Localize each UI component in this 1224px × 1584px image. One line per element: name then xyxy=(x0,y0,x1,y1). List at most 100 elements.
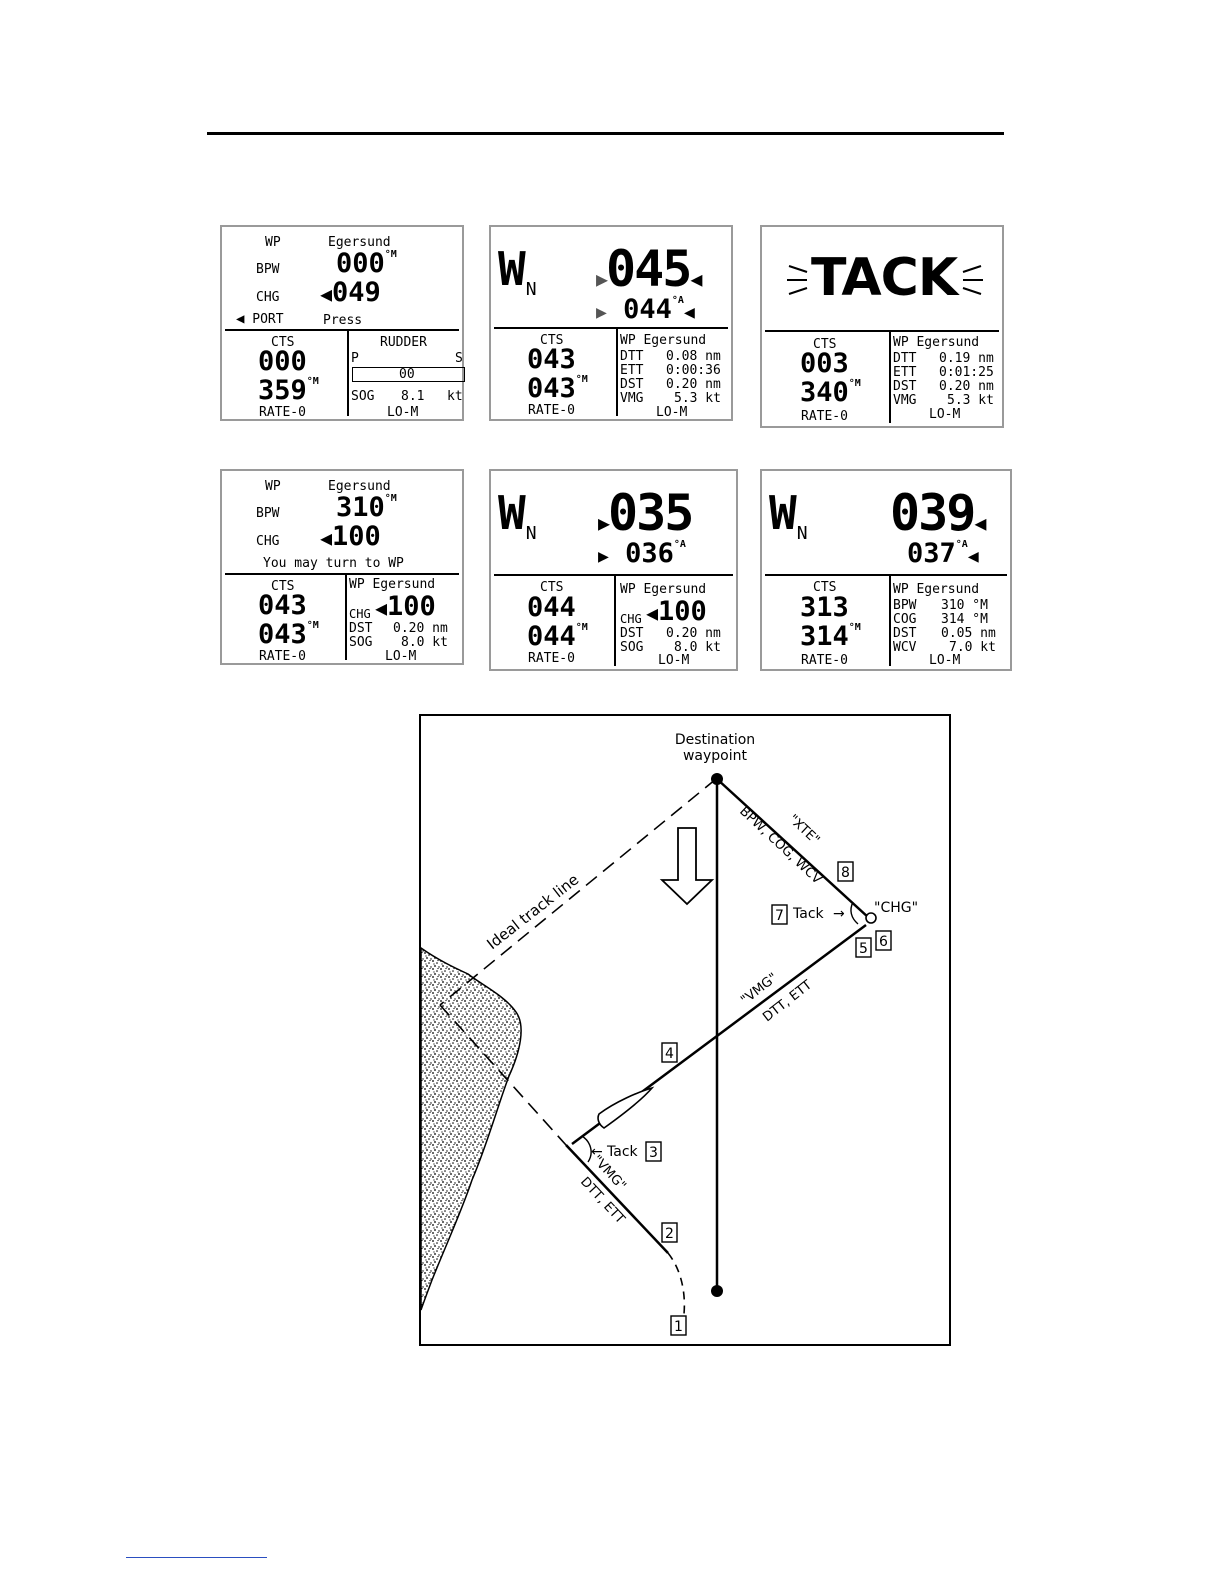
display-screen-turn-to-wp: WP Egersund BPW 310°M CHG ◀100 You may t… xyxy=(220,469,464,665)
row-value: 0.19 nm xyxy=(939,351,994,366)
row-value: 0.20 nm xyxy=(666,626,721,641)
marker-3: 3 xyxy=(645,1141,662,1162)
cts-value: 044 xyxy=(527,592,576,623)
heading-value: 359°M xyxy=(258,375,319,406)
chg-label: "CHG" xyxy=(874,900,918,916)
svg-text:7: 7 xyxy=(775,908,784,924)
marker-7: 7 xyxy=(771,904,788,925)
row-label: SOG xyxy=(620,640,644,655)
row-label: DST xyxy=(893,626,917,641)
wp-label: WP xyxy=(265,235,281,250)
apparent-wind-value: ▶ 044°A◀ xyxy=(596,294,695,325)
row-label: DST xyxy=(893,379,917,394)
mode-label: LO-M xyxy=(658,653,690,668)
display-screen-autopilot-bpw: WP Egersund BPW 000°M CHG ◀049 ◀ PORT Pr… xyxy=(220,225,465,421)
starboard-side-label: S xyxy=(455,351,463,366)
wind-angle-value: 039◀ xyxy=(890,484,986,542)
row-value: 0.08 nm xyxy=(666,349,721,364)
rate-label: RATE-0 xyxy=(259,405,306,420)
footnote-rule xyxy=(126,1557,267,1558)
arrow-left-icon: ◀ xyxy=(320,282,333,306)
coastline xyxy=(420,946,522,1311)
bpw-value: 310°M xyxy=(336,492,397,523)
port-side-label: P xyxy=(351,351,359,366)
row-label: SOG xyxy=(349,635,373,650)
display-screen-wind-vmg: WN ▶045◀ ▶ 044°A◀ CTS 043 043°M RATE-0 W… xyxy=(489,225,733,421)
turn-message: You may turn to WP xyxy=(263,556,404,571)
chg-small-value: ◀100 xyxy=(646,596,707,627)
header-rule xyxy=(207,132,1004,135)
marker-8: 8 xyxy=(837,861,854,882)
cts-label: CTS xyxy=(540,333,564,348)
wind-mode-indicator: WN xyxy=(769,486,808,545)
tacking-diagram: Destination waypoint Ideal track line BP… xyxy=(419,714,951,1346)
ideal-track-line xyxy=(439,778,717,1006)
wind-angle-value: ▶035 xyxy=(598,484,694,542)
boat-icon xyxy=(597,1086,655,1129)
leg-upper xyxy=(716,778,870,919)
svg-text:5: 5 xyxy=(859,941,868,957)
arrow-left-icon: ◀ xyxy=(646,601,659,625)
destination-label: waypoint xyxy=(683,748,748,764)
apparent-wind-value: 037°A◀ xyxy=(907,538,979,569)
row-value: 0:00:36 xyxy=(666,363,721,378)
cts-label: CTS xyxy=(813,337,837,352)
bpw-label: BPW xyxy=(256,262,280,277)
svg-text:8: 8 xyxy=(841,865,850,881)
tack-label: TACK xyxy=(811,248,958,308)
cts-value: 043 xyxy=(258,590,307,621)
marker-1: 1 xyxy=(670,1315,687,1336)
row-value: 0.20 nm xyxy=(666,377,721,392)
mode-label: LO-M xyxy=(387,405,419,420)
arrow-right-icon: ▶ xyxy=(598,546,609,567)
cts-label: CTS xyxy=(271,579,295,594)
ideal-track-line-lower xyxy=(439,1004,567,1146)
tack-arc-lower xyxy=(581,1135,592,1163)
approach-track xyxy=(667,1252,686,1315)
marker-2: 2 xyxy=(661,1222,678,1243)
chg-label: CHG xyxy=(256,534,280,549)
row-value: 8.0 kt xyxy=(674,640,721,655)
row-value: 8.0 kt xyxy=(401,635,448,650)
arrow-left-icon: ◀ xyxy=(967,546,979,567)
mode-label: LO-M xyxy=(929,653,961,668)
press-label: Press xyxy=(323,313,363,328)
row-label: DST xyxy=(620,626,644,641)
rate-label: RATE-0 xyxy=(801,653,848,668)
row-label: DST xyxy=(620,377,644,392)
cts-value: 000 xyxy=(258,346,307,377)
cts-value: 043 xyxy=(527,344,576,375)
tack-label-upper: Tack xyxy=(792,906,825,922)
wind-arrow-icon xyxy=(659,827,715,906)
rate-label: RATE-0 xyxy=(528,651,575,666)
mode-label: LO-M xyxy=(929,407,961,422)
row-label: WCV xyxy=(893,640,917,655)
wind-mode-indicator: WN xyxy=(498,242,537,301)
arrow-right-icon: ▶ xyxy=(596,302,607,323)
mode-label: LO-M xyxy=(385,649,417,664)
bpw-label: BPW xyxy=(256,506,280,521)
chg-value: ◀100 xyxy=(320,521,381,552)
bpw-value: 000°M xyxy=(336,248,397,279)
svg-text:6: 6 xyxy=(879,934,888,950)
tack-label-lower: Tack xyxy=(606,1144,639,1160)
chg-point xyxy=(865,912,877,924)
arrow-left-icon: ◀ xyxy=(683,302,695,323)
row-value: 314 °M xyxy=(941,612,988,627)
chg-small-label: CHG xyxy=(349,607,371,621)
arrow-left-icon: ◀ xyxy=(690,267,702,291)
cts-label: CTS xyxy=(813,580,837,595)
wind-angle-value: ▶045◀ xyxy=(596,240,702,298)
heading-value: 043°M xyxy=(258,619,319,650)
end-dot xyxy=(711,1285,723,1297)
row-label: ETT xyxy=(893,365,917,380)
rudder-label: RUDDER xyxy=(380,335,427,350)
display-screen-wind-chg: WN ▶035 ▶ 036°A CTS 044 044°M RATE-0 WP … xyxy=(489,469,738,671)
marker-6: 6 xyxy=(875,930,892,951)
rudder-bar: 00 xyxy=(352,367,465,382)
heading-value: 043°M xyxy=(527,373,588,404)
destination-label: Destination xyxy=(675,732,755,748)
wp-title: WP Egersund xyxy=(893,582,980,597)
row-value: 0:01:25 xyxy=(939,365,994,380)
chg-small-label: CHG xyxy=(620,612,642,626)
